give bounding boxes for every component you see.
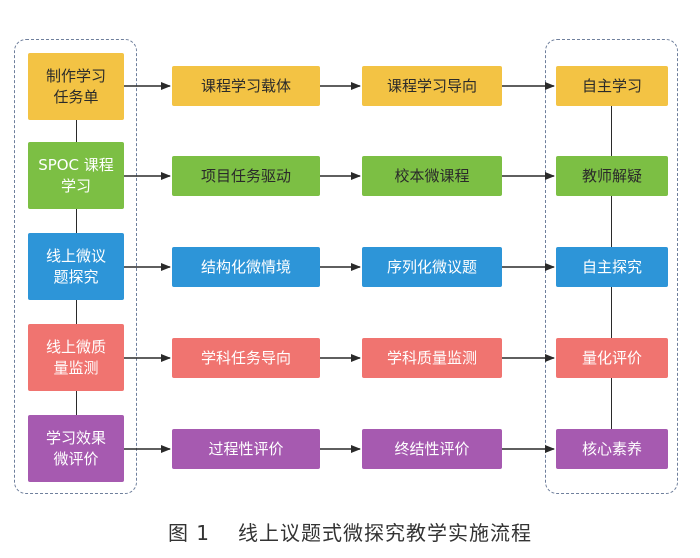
right-box-label: 自主学习 [581, 76, 642, 95]
right-box-quant-eval: 量化评价 [556, 338, 668, 378]
right-box-label: 量化评价 [581, 348, 642, 367]
mid1-box-label: 结构化微情境 [200, 257, 291, 276]
mid2-box-school-course: 校本微课程 [362, 156, 502, 196]
right-box-self-study: 自主学习 [556, 66, 668, 106]
mid1-box-label: 过程性评价 [208, 439, 284, 458]
mid1-box-subject-task: 学科任务导向 [172, 338, 320, 378]
mid2-box-serial-topic: 序列化微议题 [362, 247, 502, 287]
right-box-self-inquiry: 自主探究 [556, 247, 668, 287]
mid1-box-project: 项目任务驱动 [172, 156, 320, 196]
mid2-box-orientation: 课程学习导向 [362, 66, 502, 106]
right-box-label: 核心素养 [581, 439, 642, 458]
right-box-core-literacy: 核心素养 [556, 429, 668, 469]
mid2-box-quality-monitor: 学科质量监测 [362, 338, 502, 378]
mid1-box-scenario: 结构化微情境 [172, 247, 320, 287]
left-box-label: 制作学习 任务单 [45, 66, 106, 106]
left-box-task-sheet: 制作学习 任务单 [28, 53, 124, 120]
right-box-teacher-answer: 教师解疑 [556, 156, 668, 196]
mid2-box-label: 校本微课程 [394, 166, 470, 185]
mid2-box-label: 序列化微议题 [386, 257, 477, 276]
mid2-box-summative-eval: 终结性评价 [362, 429, 502, 469]
figure-number: 图 1 [167, 521, 211, 545]
figure-title: 线上议题式微探究教学实施流程 [238, 521, 533, 545]
mid1-box-label: 课程学习载体 [200, 76, 291, 95]
right-box-label: 教师解疑 [581, 166, 642, 185]
left-box-label: 线上微质 量监测 [45, 337, 106, 377]
mid2-box-label: 学科质量监测 [386, 348, 477, 367]
left-box-spoc: SPOC 课程 学习 [28, 142, 124, 209]
left-box-inquiry: 线上微议 题探究 [28, 233, 124, 300]
left-box-label: 学习效果 微评价 [45, 428, 106, 468]
mid2-box-label: 课程学习导向 [386, 76, 477, 95]
right-box-label: 自主探究 [581, 257, 642, 276]
figure-caption: 图 1 线上议题式微探究教学实施流程 [0, 517, 700, 546]
mid2-box-label: 终结性评价 [394, 439, 470, 458]
mid1-box-process-eval: 过程性评价 [172, 429, 320, 469]
left-box-quality: 线上微质 量监测 [28, 324, 124, 391]
mid1-box-label: 项目任务驱动 [200, 166, 291, 185]
mid1-box-label: 学科任务导向 [200, 348, 291, 367]
left-box-label: SPOC 课程 学习 [38, 155, 114, 195]
mid1-box-carrier: 课程学习载体 [172, 66, 320, 106]
left-box-label: 线上微议 题探究 [45, 246, 106, 286]
left-box-evaluation: 学习效果 微评价 [28, 415, 124, 482]
